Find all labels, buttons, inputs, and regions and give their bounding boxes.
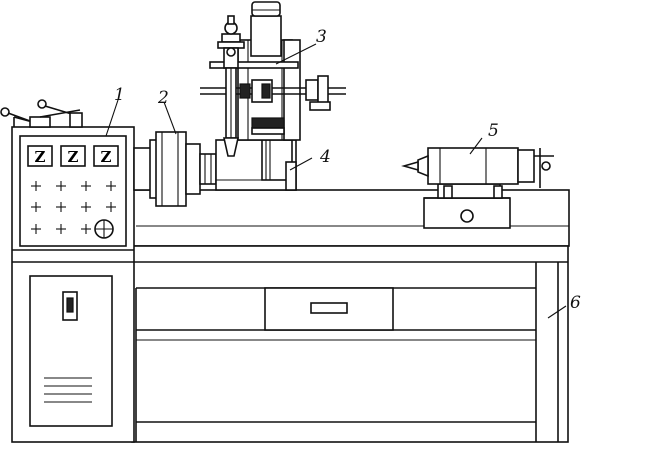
callout-6: 6 [570, 293, 581, 313]
meter-3: Z [93, 145, 119, 167]
panel-button [56, 181, 66, 191]
callout-3: 3 [316, 27, 327, 47]
leader-lines [105, 43, 567, 319]
callout-1: 1 [114, 85, 125, 105]
meter-1-glyph: Z [35, 148, 46, 166]
panel-button [31, 181, 41, 191]
callout-5: 5 [488, 121, 499, 141]
panel-button [31, 202, 41, 212]
callout-2: 2 [157, 88, 169, 108]
milling-unit [200, 1, 346, 191]
meter-2: Z [60, 145, 86, 167]
drawer [264, 287, 394, 331]
panel-button [81, 224, 91, 234]
panel-button [56, 224, 66, 234]
cabinet-levers [0, 99, 83, 128]
panel-button [106, 202, 116, 212]
motor [250, 15, 282, 57]
meter-2-glyph: Z [68, 148, 79, 166]
callout-4: 4 [319, 147, 331, 167]
panel-button [81, 202, 91, 212]
panel-button [81, 181, 91, 191]
drawer-handle [310, 302, 348, 314]
panel-button [56, 202, 66, 212]
control-cabinet: Z Z Z [0, 99, 135, 443]
panel-button [106, 181, 116, 191]
tailstock [401, 147, 554, 229]
meter-3-glyph: Z [101, 148, 112, 166]
button-grid [31, 181, 116, 234]
panel-button [31, 224, 41, 234]
vent-slots [44, 377, 92, 403]
meter-1: Z [27, 145, 53, 167]
